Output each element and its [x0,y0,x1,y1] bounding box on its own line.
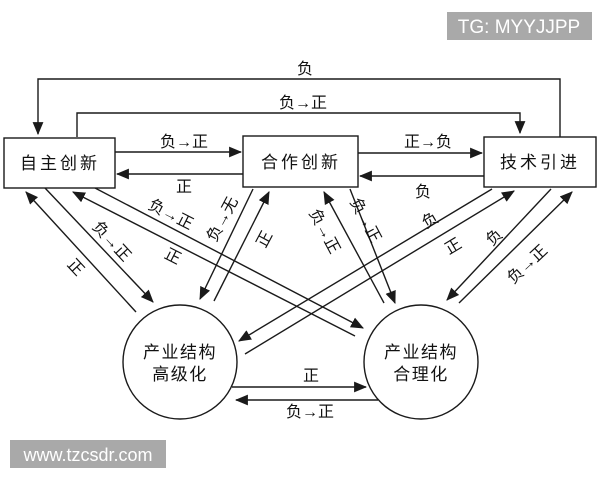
edge-c-to-b-label: 负 [415,183,431,201]
node-rationalization-label-line1: 产业结构 [384,343,458,362]
edge-d-to-a-line [25,191,137,313]
edge-e-to-b-line [323,191,385,304]
edge-a-to-c-label: 负→正 [279,94,327,112]
node-independent-innovation-box [3,137,116,189]
edge-c-to-a-label: 负 [297,60,313,78]
node-technology-import-label: 技术引进 [500,153,580,172]
edge-d-to-a-label: 正 [64,256,87,279]
edge-c-to-d-label: 负 [419,209,442,233]
edge-e-to-c-label: 负→正 [504,241,551,287]
edge-a-to-d-line [44,187,154,303]
edge-a-to-e-line [94,187,364,329]
node-industrial-structure-rationalization-circle [363,304,479,420]
node-cooperative-innovation-box [242,135,359,188]
edge-c-to-a-line [32,78,561,137]
edge-c-to-d-line [238,188,493,342]
edge-b-to-e-line [349,188,396,305]
edge-c-to-e-label: 负 [482,225,506,249]
edge-e-to-d-label: 负→正 [286,403,334,421]
site-watermark-background [10,440,166,468]
edge-d-to-b-label: 正 [254,228,277,250]
node-technology-import-box [483,136,597,188]
edge-a-to-c-line [76,112,526,137]
edge-b-to-d-line [199,188,254,300]
node-advancement-label-line2: 高级化 [152,365,208,384]
edge-c-to-e-line [446,188,552,301]
tg-badge-text: TG: MYYJJPP [458,17,580,38]
node-advancement-label-line1: 产业结构 [143,343,217,362]
edge-a-to-b-label: 负→正 [160,133,208,151]
edge-d-to-c-label: 正 [442,236,464,259]
edge-e-to-a-label: 正 [162,246,184,268]
edge-b-to-c-label: 正→负 [404,133,452,151]
tg-badge-background [447,12,592,40]
edge-d-to-c-line [244,190,515,355]
node-independent-innovation-label: 自主创新 [20,154,100,173]
edge-e-to-b-label: 负→正 [305,206,343,257]
edge-e-to-a-line [72,191,356,337]
node-rationalization-label-line2: 合理化 [393,365,449,384]
edge-d-to-b-line [213,191,270,302]
edge-b-to-e-label: 负→正 [346,195,384,246]
edge-b-to-a-label: 正 [176,179,192,196]
edge-e-to-c-line [458,191,573,304]
node-cooperative-innovation-label: 合作创新 [261,153,341,172]
site-watermark-text: www.tzcsdr.com [22,445,152,465]
edge-d-to-e-label: 正 [303,368,319,385]
node-industrial-structure-advancement-circle [122,304,238,420]
edge-b-to-d-label: 负→无 [203,194,241,245]
